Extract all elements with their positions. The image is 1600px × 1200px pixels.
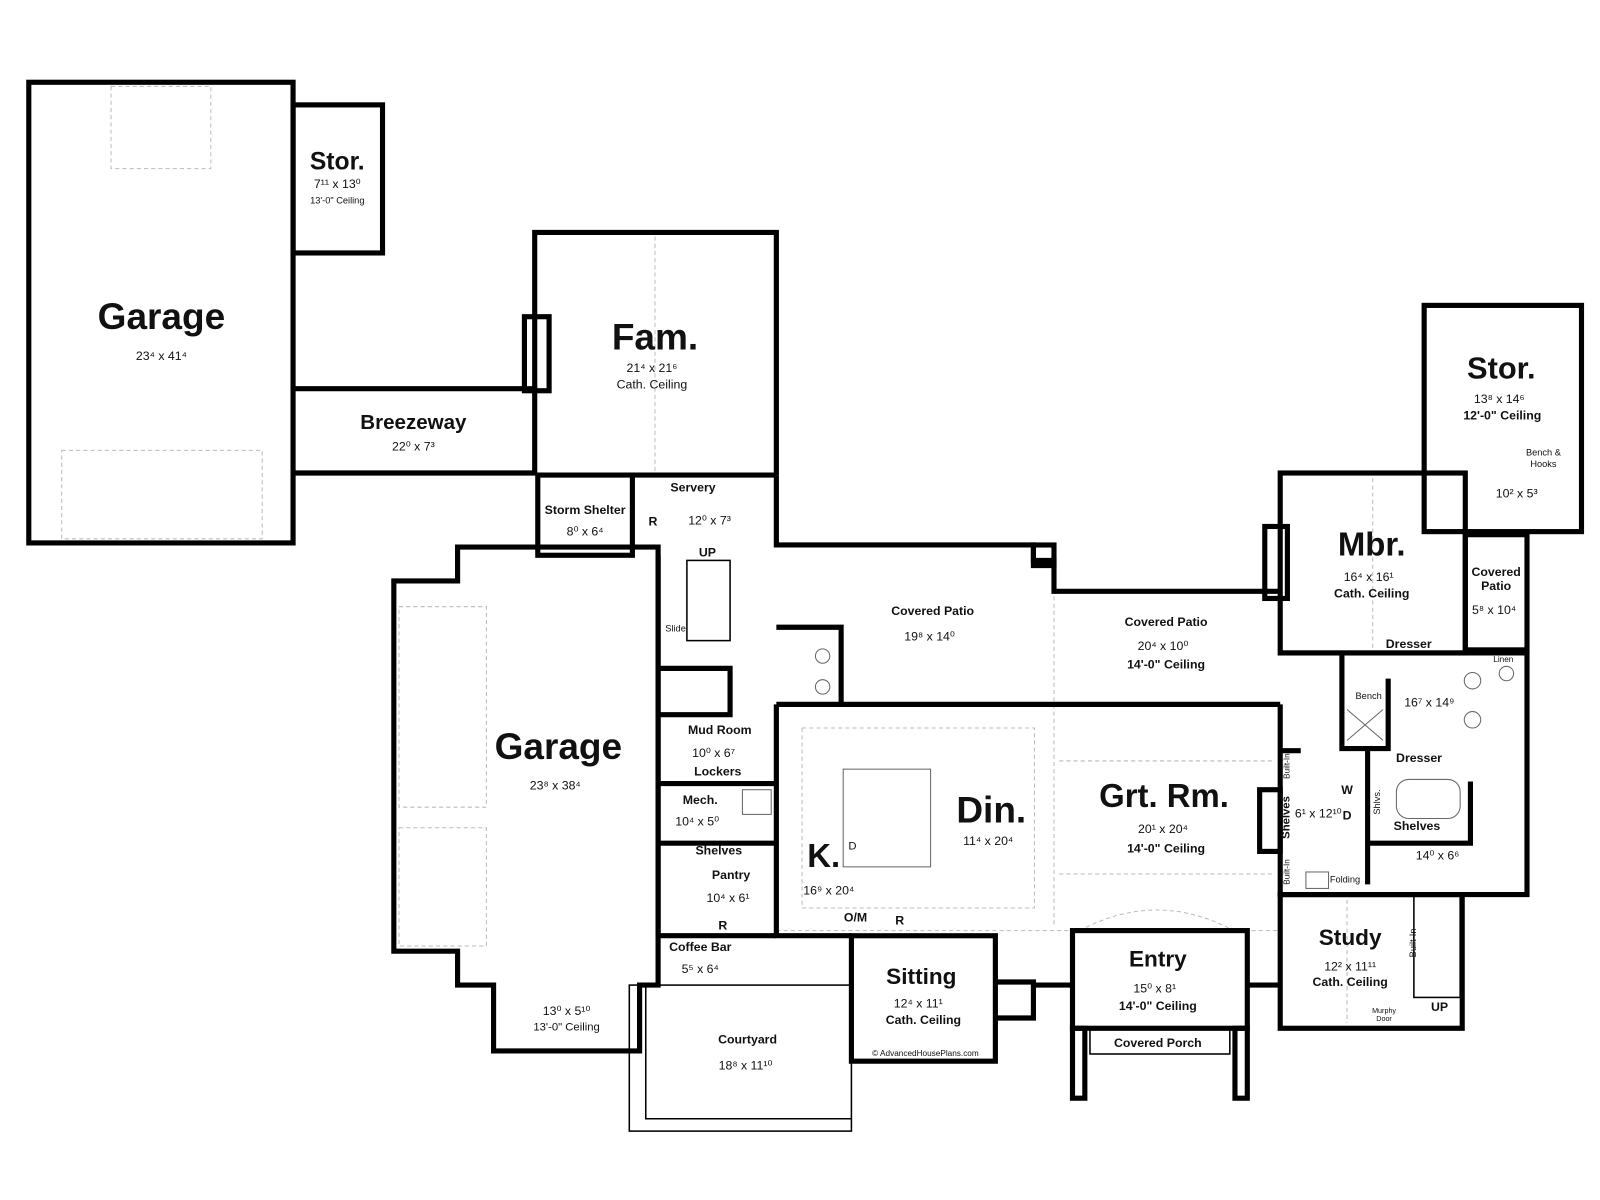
room-dims-patio-3: 5⁸ x 10⁴ bbox=[1472, 603, 1516, 617]
room-note-mbr: Cath. Ceiling bbox=[1334, 586, 1409, 600]
room-name-pantry: Pantry bbox=[712, 868, 751, 882]
room-dims-master-bath: 16⁷ x 14⁹ bbox=[1404, 695, 1454, 709]
dresser-label-2: Dresser bbox=[1396, 751, 1442, 765]
dresser-label-1: Dresser bbox=[1386, 637, 1432, 651]
room-name-patio-2: Covered Patio bbox=[1125, 615, 1208, 629]
room-name-coffee-bar: Coffee Bar bbox=[669, 940, 732, 954]
walls bbox=[26, 79, 1585, 1132]
stair-up-label: UP bbox=[699, 545, 716, 559]
shelves-label: Shelves bbox=[695, 843, 742, 857]
room-dims-garage-main: 23⁸ x 38⁴ bbox=[530, 779, 581, 793]
room-name-mbr: Mbr. bbox=[1338, 525, 1406, 562]
refrigerator-label: R bbox=[649, 514, 658, 528]
room-name-servery: Servery bbox=[670, 481, 715, 495]
room-dims-courtyard: 18⁸ x 11¹⁰ bbox=[719, 1058, 773, 1072]
room-dims-dining: 11⁴ x 20⁴ bbox=[963, 834, 1013, 848]
room-dims-patio-2: 20⁴ x 10⁰ bbox=[1138, 639, 1189, 653]
master-shelves-label: Shelves bbox=[1394, 819, 1441, 833]
built-in-label-1: Built-In bbox=[1282, 753, 1291, 779]
room-name-dining: Din. bbox=[956, 789, 1026, 831]
room-name-study: Study bbox=[1319, 925, 1382, 950]
room-dims-servery: 12⁰ x 7³ bbox=[688, 513, 731, 527]
room-dims-stor-left: 7¹¹ x 13⁰ bbox=[314, 177, 361, 191]
oven-microwave-label: O/M bbox=[844, 910, 867, 924]
room-name-garage-main: Garage bbox=[495, 725, 623, 767]
room-name-patio-3-line2: Patio bbox=[1481, 579, 1512, 593]
study-built-in-label: Built-In bbox=[1408, 929, 1418, 958]
bench-hooks-label-1: Bench & bbox=[1526, 448, 1562, 458]
room-name-mud: Mud Room bbox=[688, 723, 752, 737]
bench-label: Bench bbox=[1356, 691, 1382, 701]
room-name-fam: Fam. bbox=[612, 316, 698, 358]
room-dims-mech: 10⁴ x 5⁰ bbox=[675, 815, 719, 829]
murphy-door-label-1: Murphy bbox=[1372, 1006, 1396, 1015]
shlvs-label: Shlvs. bbox=[1372, 789, 1382, 814]
room-name-great-room: Grt. Rm. bbox=[1099, 777, 1229, 814]
room-name-entry: Entry bbox=[1129, 947, 1187, 972]
bench-hooks-label-2: Hooks bbox=[1530, 459, 1557, 469]
room-dims-kitchen: 16⁹ x 20⁴ bbox=[803, 884, 854, 898]
lockers-label: Lockers bbox=[694, 764, 741, 778]
room-note-entry: 14'-0" Ceiling bbox=[1119, 999, 1197, 1013]
room-dims-patio-1: 19⁸ x 14⁰ bbox=[904, 630, 955, 644]
built-in-label-2: Built-In bbox=[1282, 859, 1291, 885]
linen-label: Linen bbox=[1493, 655, 1514, 664]
dishwasher-label: D bbox=[848, 840, 856, 852]
room-name-storm: Storm Shelter bbox=[545, 503, 626, 517]
room-dims-garage-bay: 13⁰ x 5¹⁰ bbox=[543, 1004, 591, 1018]
room-dims-fam: 21⁴ x 21⁶ bbox=[627, 361, 678, 375]
room-note-garage-bay: 13'-0" Ceiling bbox=[533, 1021, 599, 1033]
room-dims-garage-left: 23⁴ x 41⁴ bbox=[136, 349, 187, 363]
dryer-label: D bbox=[1343, 809, 1352, 823]
room-note-study: Cath. Ceiling bbox=[1312, 975, 1387, 989]
room-dims-mud: 10⁰ x 6⁷ bbox=[692, 746, 735, 760]
laundry-shelves-label: Shelves bbox=[1280, 796, 1292, 839]
room-name-mech: Mech. bbox=[683, 793, 718, 807]
room-dims-study: 12² x 11¹¹ bbox=[1324, 960, 1376, 974]
room-dims-great-room: 20¹ x 20⁴ bbox=[1138, 822, 1188, 836]
room-dims-sitting: 12⁴ x 11¹ bbox=[894, 997, 943, 1011]
dashed-guides bbox=[61, 85, 1374, 1024]
slide-label: Slide bbox=[665, 623, 686, 633]
room-dims-storm: 8⁰ x 6⁴ bbox=[567, 525, 604, 539]
room-note-stor-right: 12'-0" Ceiling bbox=[1463, 409, 1541, 423]
room-dims-breezeway: 22⁰ x 7³ bbox=[392, 439, 435, 453]
copyright: © AdvancedHousePlans.com bbox=[872, 1049, 979, 1058]
kitchen-refrigerator-label: R bbox=[895, 913, 904, 927]
room-name-patio-1: Covered Patio bbox=[891, 604, 974, 618]
room-dims-entry: 15⁰ x 8¹ bbox=[1133, 981, 1176, 995]
fixtures bbox=[741, 648, 1515, 889]
study-stair-up-label: UP bbox=[1431, 1000, 1448, 1014]
room-name-sitting: Sitting bbox=[886, 964, 956, 989]
room-dims-coffee-bar: 5⁵ x 6⁴ bbox=[682, 962, 719, 976]
room-note-sitting: Cath. Ceiling bbox=[886, 1013, 961, 1027]
room-name-covered-porch: Covered Porch bbox=[1114, 1036, 1202, 1050]
room-name-stor-right: Stor. bbox=[1467, 350, 1536, 385]
room-note-patio-2: 14'-0" Ceiling bbox=[1127, 657, 1205, 671]
room-dims-closet: 14⁰ x 6⁶ bbox=[1416, 849, 1460, 863]
murphy-door-label-2: Door bbox=[1376, 1014, 1392, 1023]
room-name-kitchen: K. bbox=[807, 837, 840, 874]
room-dims-stor-right: 13⁸ x 14⁶ bbox=[1474, 392, 1525, 406]
room-name-courtyard: Courtyard bbox=[718, 1033, 777, 1047]
room-name-patio-3-line1: Covered bbox=[1471, 565, 1520, 579]
pantry-refrigerator-label: R bbox=[718, 919, 727, 933]
room-name-stor-left: Stor. bbox=[310, 149, 365, 176]
room-dims-laundry: 6¹ x 12¹⁰ bbox=[1295, 806, 1342, 820]
room-dims-mbr: 16⁴ x 16¹ bbox=[1344, 570, 1394, 584]
room-name-breezeway: Breezeway bbox=[360, 411, 467, 434]
folding-label: Folding bbox=[1330, 874, 1360, 884]
room-dims-mudroom-right: 10² x 5³ bbox=[1496, 487, 1538, 501]
room-note-great-room: 14'-0" Ceiling bbox=[1127, 841, 1205, 855]
washer-label: W bbox=[1341, 783, 1353, 797]
room-dims-pantry: 10⁴ x 6¹ bbox=[707, 891, 750, 905]
room-note-stor-left: 13'-0" Ceiling bbox=[310, 196, 364, 206]
room-name-garage-left: Garage bbox=[98, 295, 226, 337]
room-note-fam: Cath. Ceiling bbox=[617, 378, 688, 392]
